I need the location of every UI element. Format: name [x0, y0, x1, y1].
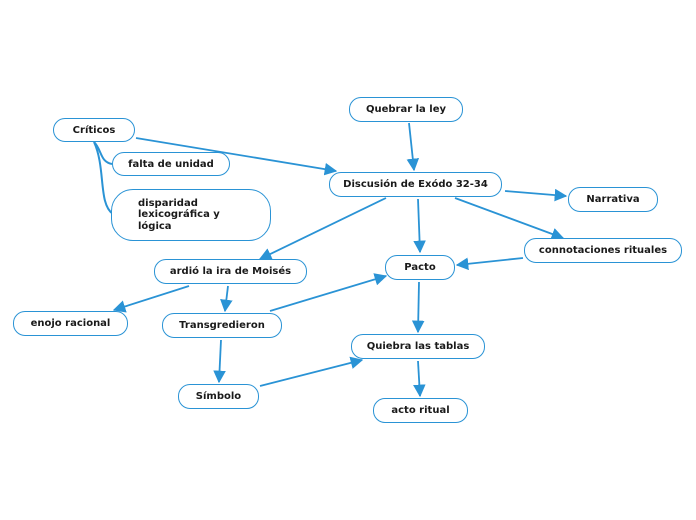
node-connotaciones[interactable]: connotaciones rituales: [524, 238, 682, 263]
node-pacto[interactable]: Pacto: [385, 255, 455, 280]
arrow-transgredieron-to-pacto: [269, 273, 388, 312]
node-falta-de-unidad[interactable]: falta de unidad: [112, 152, 230, 176]
arrow-transgredieron-to-simbolo: [213, 339, 226, 384]
node-discusion[interactable]: Discusión de Exódo 32-34: [329, 172, 502, 197]
node-quebrar-la-ley[interactable]: Quebrar la ley: [349, 97, 463, 122]
arrow-quebra-to-acto: [413, 360, 426, 398]
node-criticos[interactable]: Críticos: [53, 118, 135, 142]
arrow-criticos-to-discusion: [135, 137, 338, 176]
node-enojo[interactable]: enojo racional: [13, 311, 128, 336]
node-narrativa[interactable]: Narrativa: [568, 187, 658, 212]
arrow-ardio-to-enojo: [112, 285, 190, 313]
arrow-discusion-to-narrativa: [504, 188, 568, 202]
node-quiebra-las-tablas[interactable]: Quiebra las tablas: [351, 334, 485, 359]
arrow-simbolo-to-quebra: [259, 356, 364, 387]
node-simbolo[interactable]: Símbolo: [178, 384, 259, 409]
node-ardio[interactable]: ardió la ira de Moisés: [154, 259, 307, 284]
node-transgredieron[interactable]: Transgredieron: [162, 313, 282, 338]
arrow-connotaciones-to-pacto: [455, 257, 524, 271]
arrow-ardio-to-transgredieron: [220, 285, 233, 313]
arrow-quebrar-la-ley-to-discusion: [406, 122, 420, 172]
connector-criticos-to-disparidad: [93, 141, 114, 215]
arrow-discusion-to-pacto: [413, 198, 426, 254]
arrow-pacto-to-quebra: [411, 281, 425, 334]
arrow-discusion-to-ardio: [258, 197, 387, 260]
node-disparidad[interactable]: disparidad lexicográfica y lógica: [111, 189, 271, 241]
node-acto-ritual[interactable]: acto ritual: [373, 398, 468, 423]
arrow-discusion-to-connotaciones: [454, 197, 565, 240]
